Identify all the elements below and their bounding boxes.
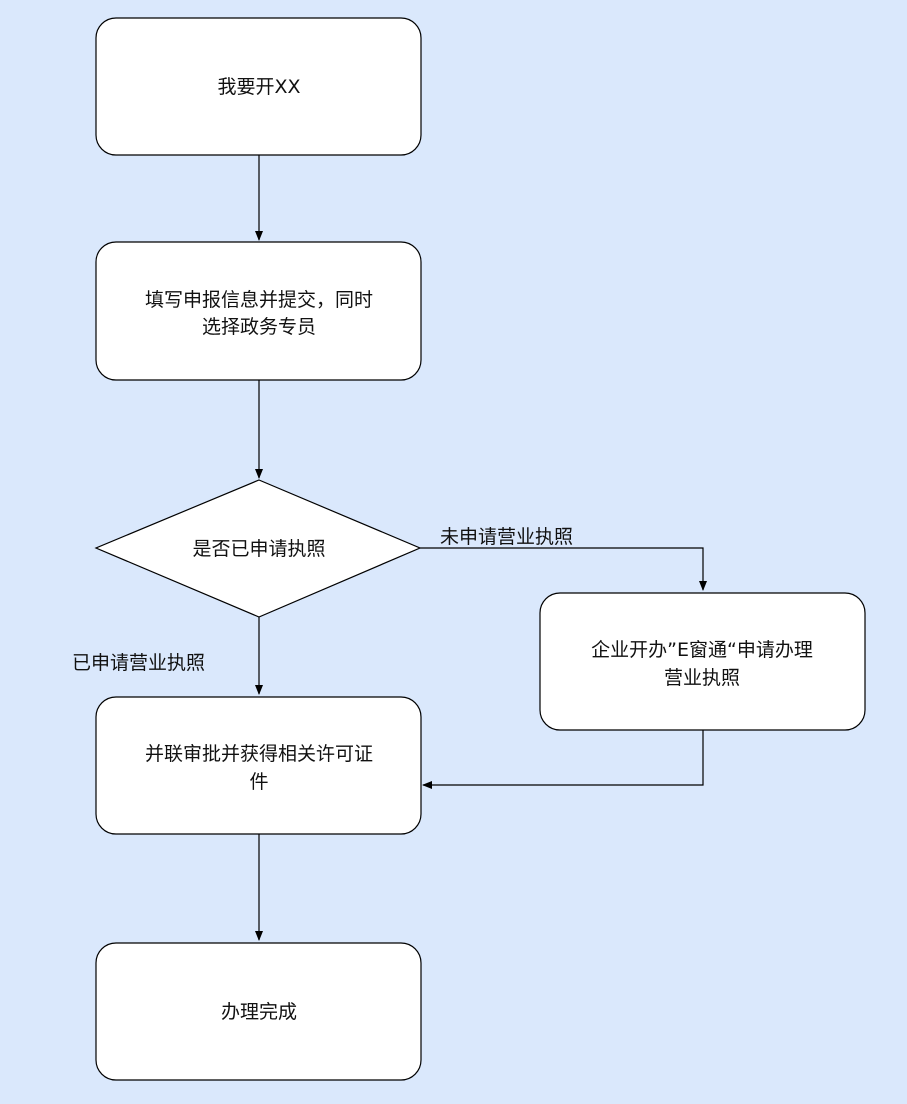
parallel-approval-node: [95, 696, 422, 835]
apply-license-label-line1: 企业开办”E窗通“申请办理: [591, 639, 813, 661]
start-node: [95, 17, 422, 156]
apply-license-node: [539, 592, 866, 731]
fill-info-node: [95, 241, 422, 381]
start-node-label: 我要开XX: [217, 76, 300, 98]
edge-label-has-license: 已申请营业执照: [72, 652, 205, 674]
decision-label: 是否已申请执照: [192, 538, 325, 560]
done-node: [95, 942, 422, 1081]
parallel-approval-label-line1: 并联审批并获得相关许可证: [145, 743, 373, 765]
fill-info-label-line1: 填写申报信息并提交，同时: [145, 289, 373, 311]
parallel-approval-label-line2: 件: [249, 771, 268, 793]
done-label: 办理完成: [221, 1001, 297, 1023]
fill-info-label-line2: 选择政务专员: [202, 316, 316, 338]
edge-label-no-license: 未申请营业执照: [440, 526, 573, 548]
edge-apply-license-to-parallel: [422, 730, 704, 789]
decision-node: [94, 479, 422, 618]
apply-license-label-line2: 营业执照: [664, 667, 740, 689]
edge-decision-to-apply-license: [420, 547, 707, 591]
